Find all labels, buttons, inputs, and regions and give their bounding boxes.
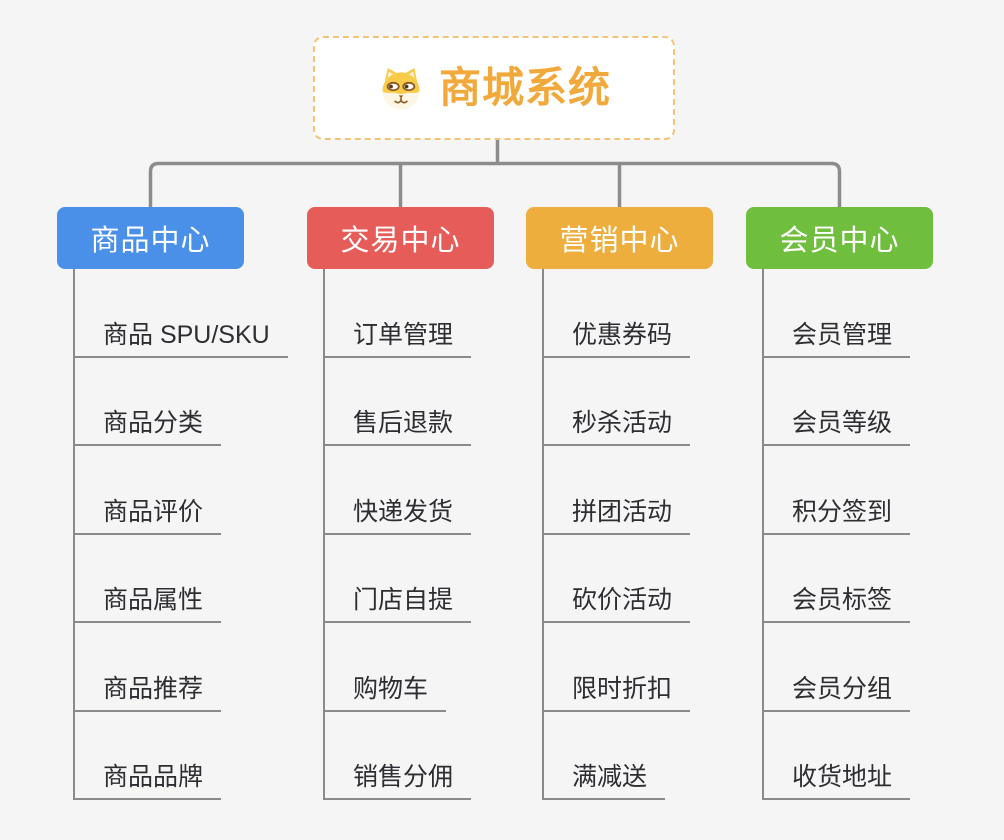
sub-item-product-center-5[interactable]: 商品品牌 — [75, 712, 222, 800]
sub-item-trade-center-4[interactable]: 购物车 — [325, 623, 447, 712]
branch-header-marketing-center[interactable]: 营销中心 — [526, 207, 713, 269]
sub-item-label: 门店自提 — [353, 586, 454, 614]
sub-item-label: 满减送 — [572, 763, 648, 791]
sub-item-trade-center-0[interactable]: 订单管理 — [325, 269, 472, 358]
branch-item-list: 订单管理售后退款快递发货门店自提购物车销售分佣 — [323, 269, 472, 800]
sub-item-product-center-1[interactable]: 商品分类 — [75, 358, 222, 446]
sub-item-member-center-1[interactable]: 会员等级 — [764, 358, 911, 446]
sub-item-product-center-4[interactable]: 商品推荐 — [75, 623, 222, 712]
sub-item-marketing-center-1[interactable]: 秒杀活动 — [544, 358, 691, 446]
branch-column: 交易中心 订单管理售后退款快递发货门店自提购物车销售分佣 — [307, 207, 494, 800]
sub-item-label: 限时折扣 — [572, 674, 673, 703]
sub-item-label: 购物车 — [353, 674, 429, 703]
sub-item-label: 会员管理 — [792, 320, 893, 349]
sub-item-trade-center-3[interactable]: 门店自提 — [325, 535, 472, 623]
sub-item-label: 会员分组 — [792, 674, 893, 703]
sub-item-trade-center-5[interactable]: 销售分佣 — [325, 712, 472, 800]
sub-item-marketing-center-4[interactable]: 限时折扣 — [544, 623, 691, 712]
sub-item-trade-center-2[interactable]: 快递发货 — [325, 446, 472, 535]
sub-item-label: 商品评价 — [103, 497, 204, 526]
sub-item-label: 商品推荐 — [103, 674, 204, 703]
sub-item-product-center-3[interactable]: 商品属性 — [75, 535, 222, 623]
sub-item-product-center-0[interactable]: 商品 SPU/SKU — [75, 269, 288, 358]
sub-item-trade-center-1[interactable]: 售后退款 — [325, 358, 472, 446]
branch-header-trade-center[interactable]: 交易中心 — [307, 207, 494, 269]
branch-item-list: 会员管理会员等级积分签到会员标签会员分组收货地址 — [762, 269, 911, 800]
sub-item-marketing-center-0[interactable]: 优惠券码 — [544, 269, 691, 358]
sub-item-label: 售后退款 — [353, 409, 454, 437]
root-node[interactable]: 商城系统 — [313, 36, 675, 140]
branch-column: 营销中心 优惠券码秒杀活动拼团活动砍价活动限时折扣满减送 — [526, 207, 713, 800]
branch-item-list: 商品 SPU/SKU 商品分类商品评价商品属性商品推荐商品品牌 — [73, 269, 288, 800]
sub-item-label: 积分签到 — [792, 497, 893, 526]
sub-item-member-center-4[interactable]: 会员分组 — [764, 623, 911, 712]
sub-item-marketing-center-2[interactable]: 拼团活动 — [544, 446, 691, 535]
branch-column: 商品中心 商品 SPU/SKU 商品分类商品评价商品属性商品推荐商品品牌 — [57, 207, 288, 800]
sub-item-member-center-2[interactable]: 积分签到 — [764, 446, 911, 535]
branch-header-member-center[interactable]: 会员中心 — [746, 207, 933, 269]
sub-item-marketing-center-5[interactable]: 满减送 — [544, 712, 666, 800]
sub-item-label: 销售分佣 — [353, 763, 454, 791]
sub-item-product-center-2[interactable]: 商品评价 — [75, 446, 222, 535]
branch-header-product-center[interactable]: 商品中心 — [57, 207, 244, 269]
sub-item-label: 会员等级 — [792, 409, 893, 437]
sub-item-member-center-5[interactable]: 收货地址 — [764, 712, 911, 800]
sub-item-label: 优惠券码 — [572, 320, 673, 349]
sub-item-label: 商品分类 — [103, 409, 204, 437]
sub-item-label: 订单管理 — [353, 320, 454, 349]
branch-column: 会员中心 会员管理会员等级积分签到会员标签会员分组收货地址 — [746, 207, 933, 800]
sub-item-label: 拼团活动 — [572, 497, 673, 526]
dog-icon — [382, 67, 420, 110]
sub-item-label: 砍价活动 — [572, 586, 673, 614]
sub-item-label: 商品属性 — [103, 586, 204, 614]
sub-item-label: 快递发货 — [353, 497, 454, 526]
sub-item-label: 秒杀活动 — [572, 409, 673, 437]
sub-item-member-center-0[interactable]: 会员管理 — [764, 269, 911, 358]
root-title: 商城系统 — [438, 64, 611, 111]
branch-item-list: 优惠券码秒杀活动拼团活动砍价活动限时折扣满减送 — [542, 269, 691, 800]
sub-item-label: 会员标签 — [792, 586, 893, 614]
branch-rail-line — [148, 161, 842, 208]
sub-item-marketing-center-3[interactable]: 砍价活动 — [544, 535, 691, 623]
sub-item-label: 商品品牌 — [103, 763, 204, 791]
sub-item-member-center-3[interactable]: 会员标签 — [764, 535, 911, 623]
sub-item-label: 商品 SPU/SKU — [103, 320, 270, 349]
sub-item-label: 收货地址 — [792, 763, 893, 791]
